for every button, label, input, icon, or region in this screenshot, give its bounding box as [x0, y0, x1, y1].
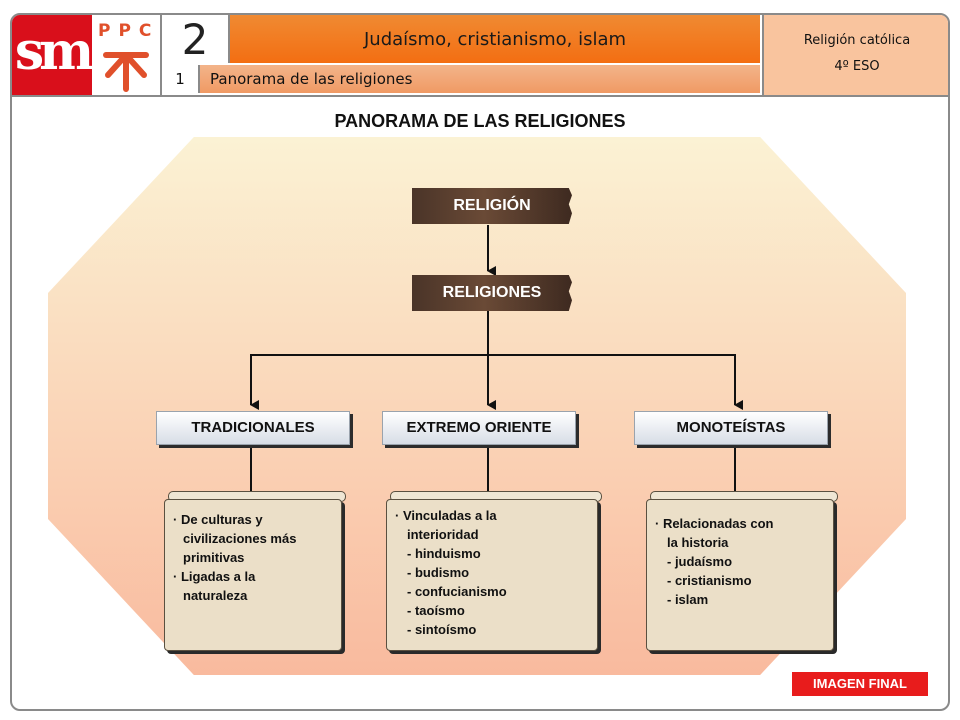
- scroll-line: · Vinculadas a la: [395, 508, 497, 523]
- connector-level2-left: [250, 354, 488, 410]
- scroll-line: · De culturas y: [173, 512, 263, 527]
- page-title: PANORAMA DE LAS RELIGIONES: [334, 111, 626, 131]
- scroll-tradicionales: · De culturas y civilizaciones más primi…: [164, 499, 342, 651]
- scroll-monoteistas-text: · Relacionadas con la historia - judaísm…: [655, 514, 773, 609]
- scroll-line: - judaísmo: [667, 554, 733, 569]
- subject-box: Religión católica 4º ESO: [762, 15, 948, 95]
- node-extremo-oriente: EXTREMO ORIENTE: [382, 411, 576, 445]
- scroll-line: - islam: [667, 592, 709, 607]
- grade-label: 4º ESO: [834, 59, 880, 74]
- connector-lines: [250, 225, 743, 493]
- scroll-monoteistas: · Relacionadas con la historia - judaísm…: [646, 499, 834, 651]
- section-title: Panorama de las religiones: [200, 65, 760, 93]
- ppc-star-icon: [103, 52, 149, 92]
- ppc-logo-text: PPC: [98, 21, 160, 41]
- subject-label: Religión católica: [803, 33, 911, 48]
- sm-logo: sm: [12, 15, 94, 95]
- ppc-logo: PPC: [92, 15, 162, 95]
- connector-level2-right: [488, 354, 743, 410]
- unit-number: 2: [162, 15, 230, 64]
- scroll-extremo-oriente-text: · Vinculadas a la interioridad - hinduis…: [395, 506, 507, 639]
- scroll-line: · Relacionadas con: [655, 516, 774, 531]
- scroll-tradicionales-text: · De culturas y civilizaciones más primi…: [173, 510, 296, 605]
- node-religion: RELIGIÓN: [412, 188, 572, 224]
- scroll-line: civilizaciones más: [183, 531, 297, 546]
- node-tradicionales: TRADICIONALES: [156, 411, 350, 445]
- scroll-line: la historia: [667, 535, 729, 550]
- scroll-line: - hinduismo: [407, 546, 481, 561]
- scroll-line: - confucianismo: [407, 584, 507, 599]
- scroll-line: interioridad: [407, 527, 479, 542]
- node-religiones: RELIGIONES: [412, 275, 572, 311]
- scroll-line: primitivas: [183, 550, 245, 565]
- scroll-line: naturaleza: [183, 588, 248, 603]
- node-monoteistas: MONOTEÍSTAS: [634, 411, 828, 445]
- scroll-line: - budismo: [407, 565, 470, 580]
- scroll-line: - taoísmo: [407, 603, 465, 618]
- scroll-line: - cristianismo: [667, 573, 752, 588]
- scroll-line: · Ligadas a la: [173, 569, 256, 584]
- section-number: 1: [162, 65, 200, 93]
- header: sm PPC 2 Judaísmo, cristianismo, islam 1…: [12, 15, 948, 97]
- scroll-extremo-oriente: · Vinculadas a la interioridad - hinduis…: [386, 499, 598, 651]
- scroll-line: - sintoísmo: [407, 622, 477, 637]
- unit-title: Judaísmo, cristianismo, islam: [230, 15, 760, 63]
- imagen-final-button[interactable]: IMAGEN FINAL: [792, 672, 928, 696]
- slide-frame: sm PPC 2 Judaísmo, cristianismo, islam 1…: [10, 13, 950, 711]
